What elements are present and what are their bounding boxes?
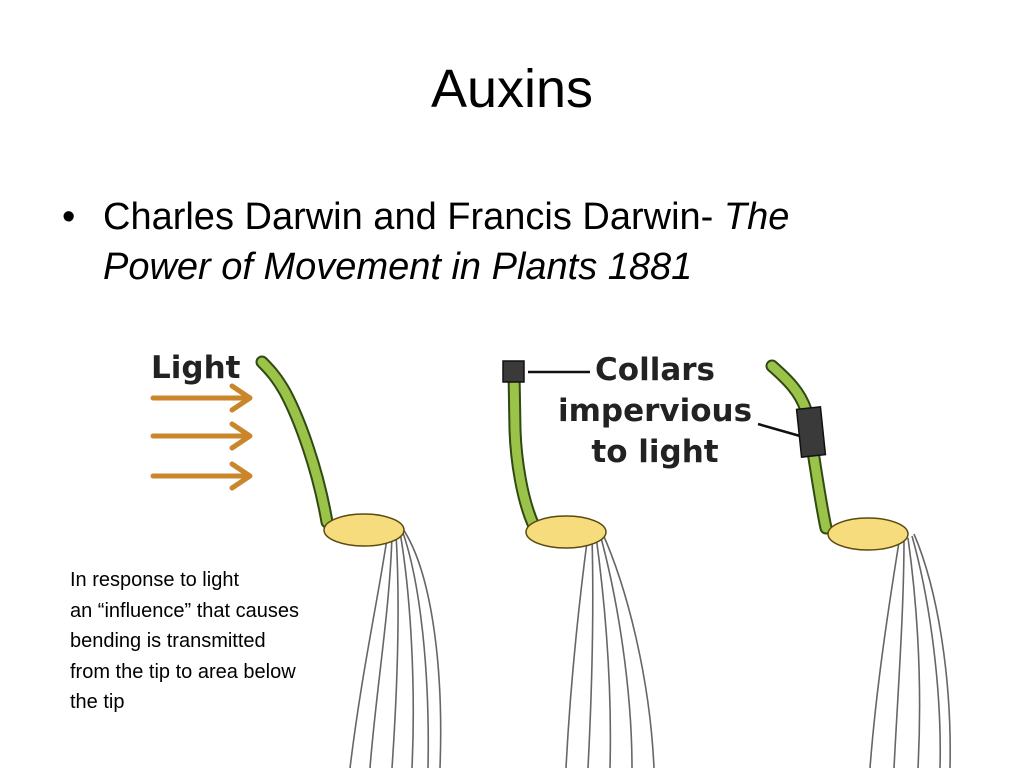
bullet-item: • Charles Darwin and Francis Darwin- The… — [62, 192, 962, 292]
seedling-2-seed — [525, 515, 607, 549]
seedling-1-roots — [349, 528, 442, 768]
collars-label: Collars impervious to light — [528, 352, 801, 470]
seedling-2-collared-tip — [502, 360, 655, 768]
seedling-1-bending — [255, 355, 442, 768]
slide-title: Auxins — [430, 59, 594, 119]
light-label: Light — [151, 350, 241, 386]
collars-label-line-2: impervious — [558, 393, 752, 429]
seedling-1-coleoptile — [255, 355, 334, 529]
collars-label-line-1: Collars — [595, 352, 715, 388]
caption-line-1: In response to light — [70, 569, 239, 591]
bullet-authors: Charles Darwin and Francis Darwin- — [103, 196, 724, 238]
caption-line-2: an “influence” that causes — [70, 599, 300, 622]
book-title-part2: Power of Movement in Plants 1881 — [103, 246, 693, 288]
light-arrow-1-icon — [150, 383, 253, 413]
caption-line-4: from the tip to area below — [70, 660, 296, 683]
caption-line-5: the tip — [70, 691, 125, 713]
seedling-2-collar — [502, 360, 525, 383]
light-arrow-2-icon — [150, 421, 253, 451]
caption: In response to light an “influence” that… — [70, 565, 299, 718]
seedling-2-roots — [565, 531, 655, 768]
seedling-3-roots — [869, 533, 951, 768]
light-arrows — [150, 383, 253, 491]
seedling-3-collared-below-tip — [765, 359, 951, 768]
book-title-part1: The — [723, 196, 790, 238]
seedling-3-collar — [795, 406, 827, 458]
seedling-1-seed — [323, 513, 405, 547]
collars-label-line-3: to light — [591, 434, 718, 470]
light-arrow-3-icon — [150, 461, 253, 491]
caption-line-3: bending is transmitted — [70, 630, 266, 652]
seedling-3-seed — [827, 517, 909, 551]
bullet-marker: • — [62, 196, 76, 238]
